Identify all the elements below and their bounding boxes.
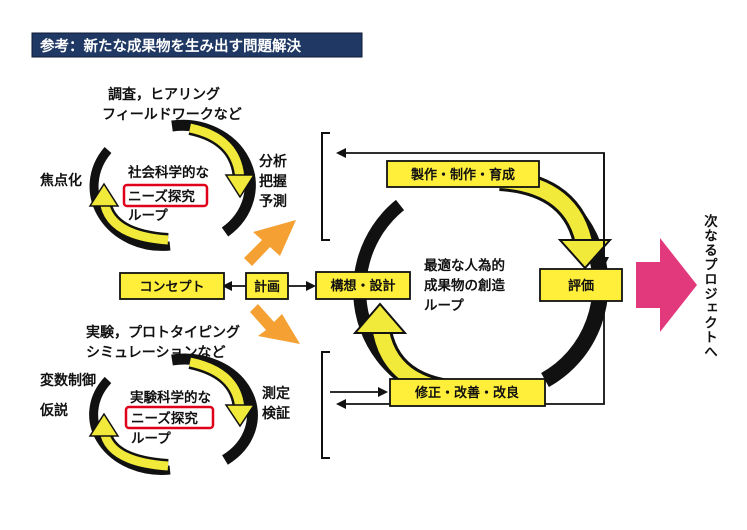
top-note-line1: 調査，ヒアリング [108, 86, 220, 103]
box-evaluate-label: 評価 [568, 278, 594, 294]
box-plan: 計画 [245, 272, 289, 300]
top-inner-line2: ニーズ探究 [128, 188, 195, 205]
box-revise: 修正・改善・改良 [389, 378, 546, 407]
box-design-label: 構想・設計 [330, 278, 395, 294]
main-loop-line2: 成果物の創造 [424, 277, 505, 294]
bottom-note-line1: 実験，プロトタイピング [86, 324, 240, 341]
box-revise-label: 修正・改善・改良 [414, 385, 519, 401]
header-background [31, 32, 363, 58]
top-inner-line1: 社会科学的な [127, 164, 209, 181]
main-loop-line3: ループ [424, 298, 464, 314]
box-evaluate: 評価 [539, 268, 623, 302]
bottom-right-line1: 測定 [262, 385, 290, 402]
box-plan-label: 計画 [254, 279, 280, 295]
bottom-note-line2: シミュレーションなど [86, 345, 225, 361]
header-banner: 参考：新たな成果物を生み出す問題解決 [31, 32, 363, 58]
bottom-left-label1: 変数制御 [40, 372, 96, 389]
top-loop-arrowhead-right [224, 174, 256, 199]
bottom-loop: 実験，プロトタイピング シミュレーションなど 変数制御 仮説 実験科学的な ニー… [39, 324, 290, 475]
next-project-label: 次なるプロジェクトへ [701, 213, 718, 359]
top-loop: 調査，ヒアリング フィールドワークなど 焦点化 社会科学的な ニーズ探究 ループ… [39, 86, 287, 251]
orange-arrow-bottom [250, 304, 300, 344]
top-highlight-box [122, 183, 209, 208]
feedback-line-bottom [545, 300, 605, 405]
main-loop-arrowhead-bottom [352, 302, 408, 334]
header-title: 参考：新たな成果物を生み出す問題解決 [40, 37, 301, 55]
box-concept-label: コンセプト [139, 280, 204, 295]
box-produce-label: 製作・制作・育成 [410, 167, 515, 183]
box-concept: コンセプト [119, 272, 225, 300]
top-right-line2: 把握 [259, 173, 287, 190]
top-loop-arrowhead-left [88, 182, 120, 207]
box-design: 構想・設計 [315, 271, 411, 300]
top-right-line3: 予測 [259, 193, 287, 210]
bottom-highlight-box [124, 405, 215, 430]
bottom-bracket [321, 351, 330, 459]
top-inner-line3: ループ [128, 208, 168, 224]
orange-arrow-top [244, 220, 296, 266]
main-loop-arrowhead-top [557, 239, 613, 270]
bottom-right-line2: 検証 [262, 405, 290, 422]
top-right-line1: 分析 [259, 153, 287, 170]
main-loop-line1: 最適な人為的 [424, 257, 505, 274]
bottom-loop-arrowhead-left [88, 412, 120, 437]
top-bracket [321, 132, 330, 241]
bottom-inner-line2: ニーズ探究 [131, 410, 198, 427]
bottom-inner-line1: 実験科学的な [130, 389, 211, 406]
bottom-inner-line3: ループ [131, 431, 171, 447]
box-produce: 製作・制作・育成 [386, 160, 540, 188]
next-project-arrow [636, 238, 697, 332]
bottom-loop-arrowhead-right [224, 404, 256, 428]
top-left-label: 焦点化 [39, 172, 82, 189]
top-note-line2: フィールドワークなど [102, 107, 242, 123]
bottom-left-label2: 仮説 [39, 402, 68, 419]
